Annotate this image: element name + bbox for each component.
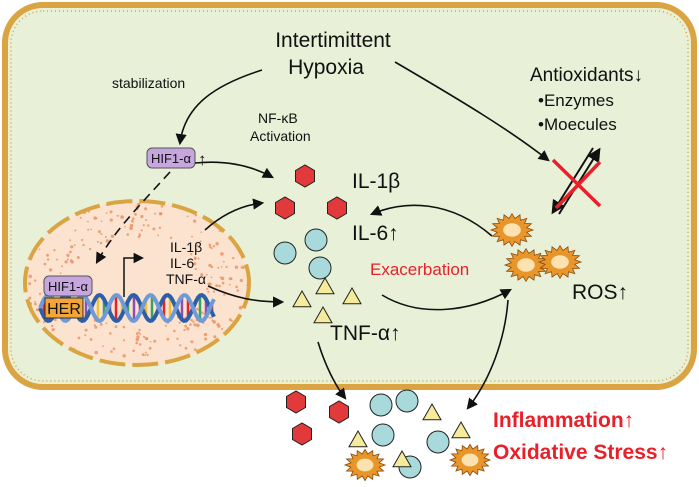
il1b-label: IL-1β <box>352 170 400 193</box>
her-box: HER <box>44 297 84 319</box>
il6-circle <box>426 430 450 454</box>
hif1a-nucleus-label: HIF1-α <box>48 279 89 294</box>
her-label: HER <box>47 301 81 318</box>
exacerbation-label: Exacerbation <box>370 260 469 279</box>
nucleus-to-tnfa-arrow <box>207 285 285 308</box>
il1b-hexagon <box>286 390 306 414</box>
antioxidants-label: Antioxidants↓ <box>530 65 643 86</box>
ros-molecule <box>343 448 387 482</box>
hif1a-nucleus-box: HIF1-α <box>43 275 93 297</box>
tnfa-triangle <box>348 429 368 448</box>
gene-il1b: IL-1β <box>170 239 202 255</box>
transcription-arrow <box>123 252 145 297</box>
enzymes-label: •Enzymes <box>538 91 614 110</box>
ros-molecule <box>503 247 549 283</box>
ros-molecule <box>537 244 583 280</box>
translocation-arrow <box>95 171 171 264</box>
ros-feedback-arrow <box>369 204 493 237</box>
arrows <box>95 61 550 410</box>
hypoxia-to-ros-arrow <box>394 61 550 162</box>
hypoxia-label-line2: Hypoxia <box>288 56 364 79</box>
inhibition-cross-a <box>551 158 602 208</box>
ros-molecule <box>448 443 492 477</box>
ros-label: ROS↑ <box>572 281 628 304</box>
inhibition-cross-b <box>554 160 602 210</box>
il1b-hexagon <box>275 196 295 220</box>
tnfa-triangle <box>292 289 312 308</box>
il6-circle <box>395 389 419 413</box>
hif1a-cytoplasm-box: HIF1-α ↑ <box>146 147 207 169</box>
molecule-groups <box>273 164 583 482</box>
cytokines-to-outcome-arrow <box>317 341 347 400</box>
gene-tnfa: TNF-α <box>166 271 206 287</box>
tnfa-triangle <box>422 402 442 421</box>
tnfa-triangle <box>392 449 412 468</box>
tnfa-triangle <box>315 276 335 295</box>
il1b-hexagon <box>292 422 312 446</box>
hif1a-up-arrow: ↑ <box>198 150 207 169</box>
tnfa-label: TNF-α↑ <box>330 322 400 345</box>
hypoxia-label-line1: Intertimittent <box>275 29 391 52</box>
hif1a-cytoplasm-label: HIF1-α <box>151 151 192 166</box>
nucleus <box>23 199 251 367</box>
il1b-hexagon <box>329 400 349 424</box>
ros-molecule <box>489 212 535 248</box>
il6-circle <box>304 228 328 252</box>
il6-circle <box>371 423 395 447</box>
stabilization-label: stabilization <box>112 75 185 91</box>
gene-il6: IL-6 <box>170 255 194 271</box>
il6-label: IL-6↑ <box>352 222 399 245</box>
molecules-label: •Moecules <box>538 115 617 134</box>
antioxidant-equilibrium <box>551 147 602 215</box>
tnfa-triangle <box>313 305 333 324</box>
nfkb-label-line1: NF-κB <box>258 110 298 126</box>
il6-circle <box>369 393 393 417</box>
il1b-hexagon <box>295 164 315 188</box>
cytokines-to-ros-arrow <box>381 288 512 311</box>
il1b-hexagon <box>327 196 347 220</box>
il6-circle <box>273 241 297 265</box>
nfkb-activation-arrow <box>194 161 274 179</box>
inflammation-label: Inflammation↑ <box>493 409 634 432</box>
stabilization-arrow <box>175 69 263 146</box>
oxidative-stress-label: Oxidative Stress↑ <box>493 441 668 464</box>
tnfa-triangle <box>451 420 471 439</box>
ros-to-outcome-arrow <box>466 299 509 410</box>
nfkb-label-line2: Activation <box>250 128 311 144</box>
nucleus-to-cytokines-arrow <box>204 198 265 231</box>
il6-circle <box>308 256 332 280</box>
tnfa-triangle <box>342 286 362 305</box>
